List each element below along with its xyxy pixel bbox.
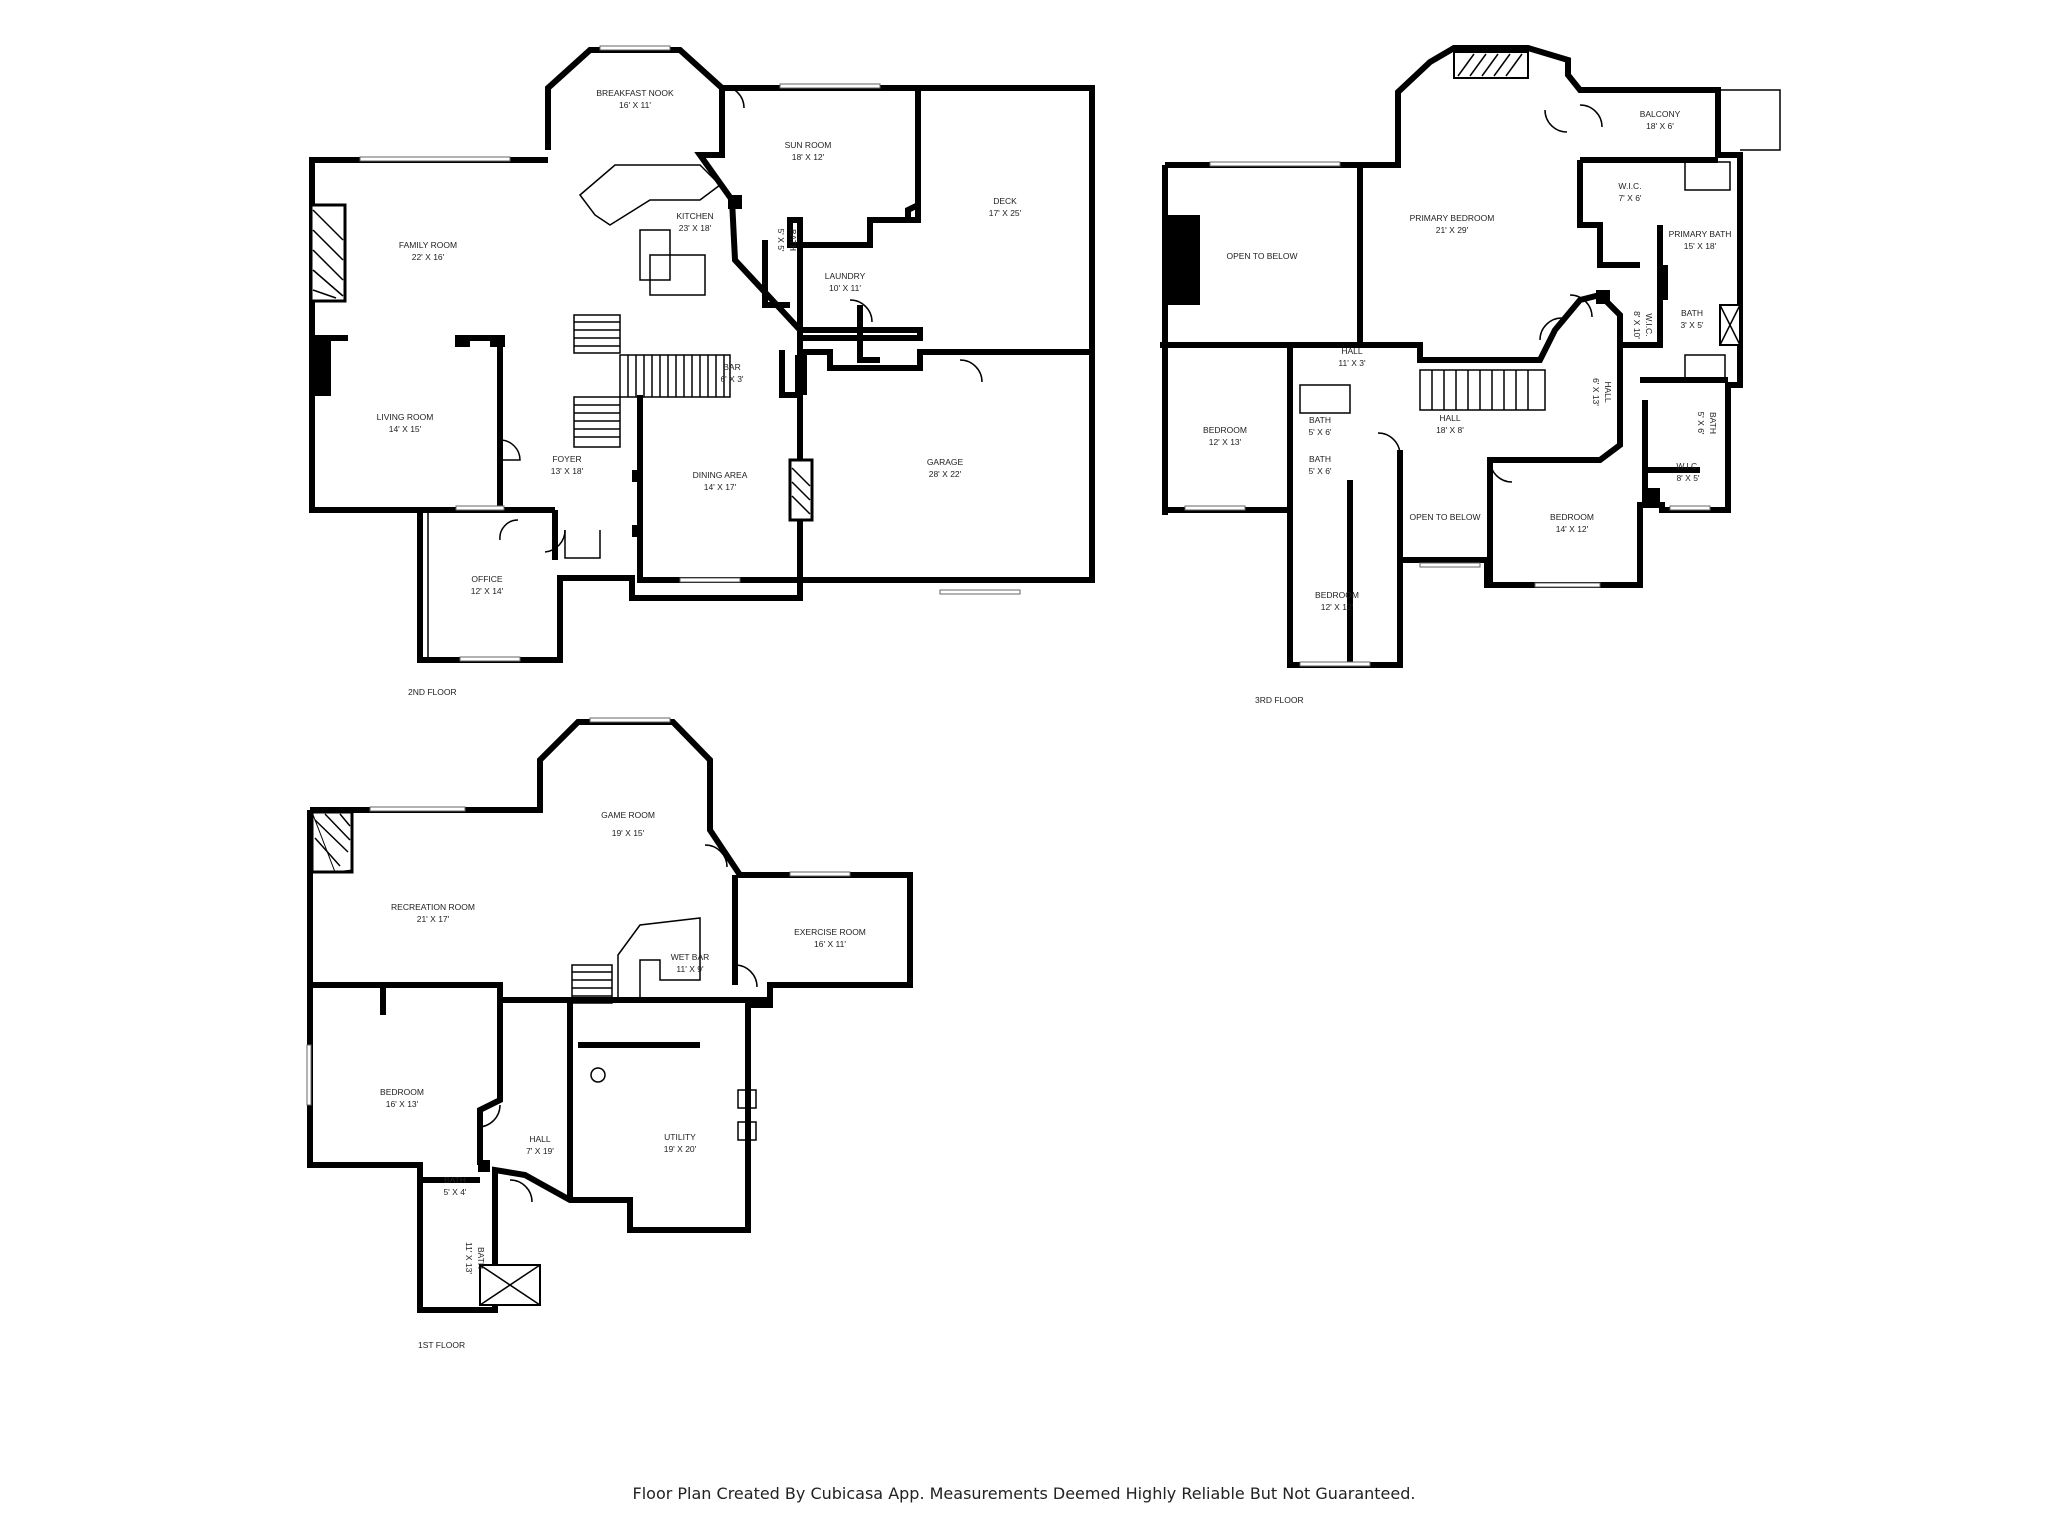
room-dim-primary-bedroom: 21' X 29' <box>1436 225 1469 235</box>
room-name-bedroom-3f-a: BEDROOM <box>1203 425 1247 435</box>
room-name-hall-1f: HALL <box>529 1134 551 1144</box>
room-dim-deck: 17' X 25' <box>989 208 1022 218</box>
floor-label-2nd: 2ND FLOOR <box>408 687 457 697</box>
room-name-deck: DECK <box>993 196 1017 206</box>
room-dim-bedroom-3f-b: 14' X 12' <box>1556 524 1589 534</box>
room-name-sun-room: SUN ROOM <box>785 140 832 150</box>
room-name-wet-bar: WET BAR <box>671 952 710 962</box>
room-name-game-room: GAME ROOM <box>601 810 655 820</box>
room-name-bath-1f-b: BATH <box>476 1247 486 1269</box>
room-name-bedroom-1f: BEDROOM <box>380 1087 424 1097</box>
room-dim-utility: 19' X 20' <box>664 1144 697 1154</box>
room-name-wic-2: W.I.C. <box>1644 313 1654 336</box>
room-name-wic-1: W.I.C. <box>1618 181 1641 191</box>
room-name-family-room: FAMILY ROOM <box>399 240 457 250</box>
room-dim-kitchen: 23' X 18' <box>679 223 712 233</box>
first-floor-plan <box>306 717 913 1313</box>
room-dim-bar: 6' X 3' <box>720 374 743 384</box>
room-dim-family-room: 22' X 16' <box>412 252 445 262</box>
room-name-open-to-below-1: OPEN TO BELOW <box>1226 251 1297 261</box>
room-name-laundry: LAUNDRY <box>825 271 866 281</box>
room-name-hall-3f-c: HALL <box>1439 413 1461 423</box>
room-dim-dining-area: 14' X 17' <box>704 482 737 492</box>
room-dim-foyer: 13' X 18' <box>551 466 584 476</box>
room-name-recreation-room: RECREATION ROOM <box>391 902 475 912</box>
room-name-primary-bedroom: PRIMARY BEDROOM <box>1410 213 1495 223</box>
room-dim-bath-1f-b: 11' X 13' <box>464 1242 474 1274</box>
room-name-dining-area: DINING AREA <box>693 470 748 480</box>
room-name-bedroom-3f-c: BEDROOM <box>1315 590 1359 600</box>
room-dim-recreation-room: 21' X 17' <box>417 914 450 924</box>
room-name-office: OFFICE <box>471 574 502 584</box>
room-dim-primary-bath: 15' X 18' <box>1684 241 1717 251</box>
room-dim-wic-3: 8' X 5' <box>1676 473 1699 483</box>
room-name-wic-3: W.I.C. <box>1676 461 1699 471</box>
floor-label-3rd: 3RD FLOOR <box>1255 695 1304 705</box>
room-dim-bath-1f-a: 5' X 4' <box>443 1187 466 1197</box>
second-floor-plan <box>309 45 1095 663</box>
footer-disclaimer: Floor Plan Created By Cubicasa App. Meas… <box>632 1484 1416 1503</box>
room-dim-hall-3f-c: 18' X 8' <box>1436 425 1464 435</box>
room-dim-bedroom-3f-a: 12' X 13' <box>1209 437 1242 447</box>
room-dim-bath-2f: 5' X 5' <box>776 228 786 251</box>
room-dim-wic-2: 8' X 10' <box>1632 311 1642 339</box>
room-dim-hall-3f-b: 6' X 13' <box>1591 378 1601 406</box>
room-dim-bath-3f-c: 5' X 6' <box>1308 466 1331 476</box>
room-dim-sun-room: 18' X 12' <box>792 152 825 162</box>
floor-label-1st: 1ST FLOOR <box>418 1340 465 1350</box>
room-name-living-room: LIVING ROOM <box>377 412 434 422</box>
room-dim-bedroom-3f-c: 12' X 12' <box>1321 602 1354 612</box>
room-name-bar: BAR <box>723 362 740 372</box>
room-dim-hall-1f: 7' X 19' <box>526 1146 554 1156</box>
room-name-hall-3f-b: HALL <box>1603 381 1613 403</box>
room-dim-game-room: 19' X 15' <box>612 828 645 838</box>
room-dim-laundry: 10' X 11' <box>829 283 861 293</box>
room-dim-bath-3f-d: 5' X 6' <box>1696 411 1706 434</box>
room-name-exercise-room: EXERCISE ROOM <box>794 927 866 937</box>
room-dim-exercise-room: 16' X 11' <box>814 939 846 949</box>
room-name-open-to-below-2: OPEN TO BELOW <box>1409 512 1480 522</box>
room-name-utility: UTILITY <box>664 1132 696 1142</box>
room-name-garage: GARAGE <box>927 457 964 467</box>
room-name-balcony: BALCONY <box>1640 109 1681 119</box>
room-dim-bath-3f-a: 3' X 5' <box>1680 320 1703 330</box>
room-name-bath-3f-d: BATH <box>1708 412 1718 434</box>
room-dim-hall-3f-a: 11' X 3' <box>1338 358 1366 368</box>
room-dim-balcony: 18' X 6' <box>1646 121 1674 131</box>
room-name-bath-3f-c: BATH <box>1309 454 1331 464</box>
room-name-bath-2f: BATH <box>788 229 798 251</box>
room-name-bedroom-3f-b: BEDROOM <box>1550 512 1594 522</box>
room-name-primary-bath: PRIMARY BATH <box>1669 229 1732 239</box>
room-dim-wet-bar: 11' X 9' <box>676 964 704 974</box>
room-name-breakfast-nook: BREAKFAST NOOK <box>596 88 674 98</box>
room-dim-bedroom-1f: 16' X 13' <box>386 1099 419 1109</box>
room-name-foyer: FOYER <box>552 454 581 464</box>
room-dim-wic-1: 7' X 6' <box>1618 193 1641 203</box>
room-dim-living-room: 14' X 15' <box>389 424 422 434</box>
third-floor-plan <box>1160 45 1781 668</box>
room-dim-garage: 28' X 22' <box>929 469 962 479</box>
room-name-bath-3f-a: BATH <box>1681 308 1703 318</box>
room-dim-breakfast-nook: 16' X 11' <box>619 100 651 110</box>
room-dim-bath-3f-b: 5' X 6' <box>1308 427 1331 437</box>
room-name-kitchen: KITCHEN <box>676 211 713 221</box>
room-name-bath-1f-a: BATH <box>444 1175 466 1185</box>
room-name-hall-3f-a: HALL <box>1341 346 1363 356</box>
room-dim-office: 12' X 14' <box>471 586 504 596</box>
room-name-bath-3f-b: BATH <box>1309 415 1331 425</box>
